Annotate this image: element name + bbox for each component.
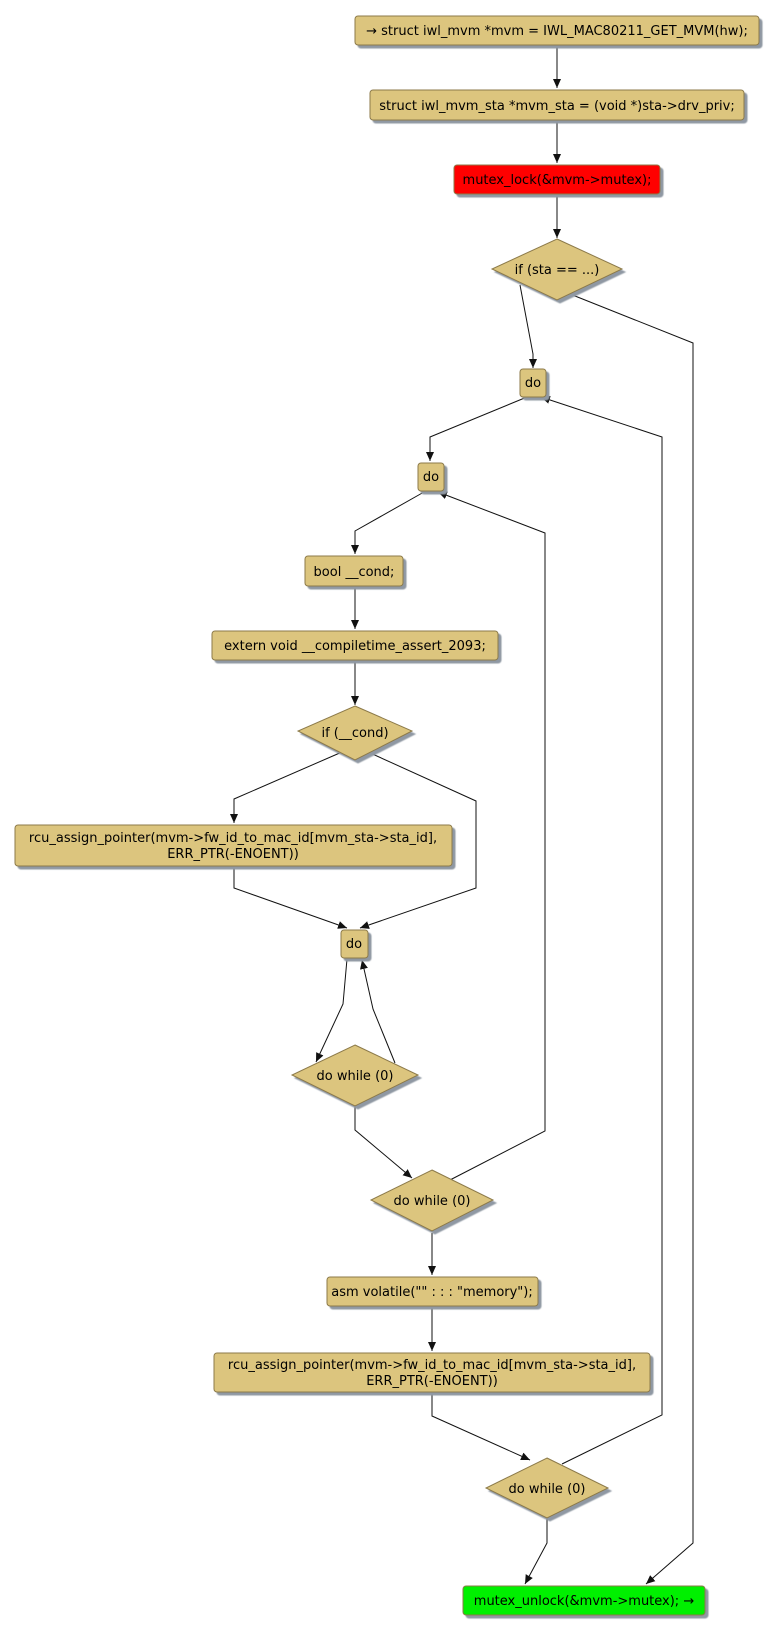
node-do-middle-box bbox=[417, 462, 445, 492]
edge-n12-n11 bbox=[360, 959, 396, 1064]
decision-sta-check-diamond bbox=[490, 238, 624, 301]
node-asm-volatile-label: asm volatile("" : : : "memory"); bbox=[331, 1285, 533, 1300]
node-compiletime-assert: extern void __compiletime_assert_2093; bbox=[211, 630, 499, 661]
node-bool-cond-label: bool __cond; bbox=[314, 565, 395, 580]
decision-do-while-outer: do while (0) bbox=[484, 1457, 610, 1519]
node-rcu-assign-2-line1: rcu_assign_pointer(mvm->fw_id_to_mac_id[… bbox=[228, 1358, 636, 1373]
decision-do-while-outer-label: do while (0) bbox=[509, 1482, 586, 1497]
node-mutex-unlock-label: mutex_unlock(&mvm->mutex); → bbox=[474, 1594, 695, 1609]
edge-n16-n5 bbox=[540, 396, 663, 1465]
node-rcu-assign-2: rcu_assign_pointer(mvm->fw_id_to_mac_id[… bbox=[213, 1352, 651, 1393]
decision-do-while-middle: do while (0) bbox=[369, 1169, 495, 1232]
edge-n6-n7 bbox=[351, 491, 425, 554]
node-asm-volatile: asm volatile("" : : : "memory"); bbox=[326, 1276, 539, 1307]
edge-n12-n13 bbox=[354, 1106, 413, 1179]
node-rcu-assign-2-line2: ERR_PTR(-ENOENT)) bbox=[366, 1374, 498, 1389]
edge-n4-n17 bbox=[569, 293, 694, 1585]
node-rcu-assign-1: rcu_assign_pointer(mvm->fw_id_to_mac_id[… bbox=[14, 824, 453, 867]
node-mvm-sta-box bbox=[369, 89, 745, 121]
edge-n5-n6 bbox=[426, 396, 528, 461]
edge-n13-n6 bbox=[437, 491, 546, 1181]
node-asm-volatile-box bbox=[326, 1276, 539, 1307]
edge-n10-n11 bbox=[233, 866, 348, 929]
edge-n16-n17 bbox=[524, 1518, 548, 1585]
node-rcu-assign-1-line2: ERR_PTR(-ENOENT)) bbox=[167, 847, 299, 862]
edge-n11-n12 bbox=[315, 958, 348, 1063]
edges bbox=[230, 46, 694, 1585]
node-get-mvm: → struct iwl_mvm *mvm = IWL_MAC80211_GET… bbox=[354, 15, 760, 46]
decision-sta-check-label: if (sta == ...) bbox=[515, 263, 600, 278]
node-compiletime-assert-label: extern void __compiletime_assert_2093; bbox=[224, 639, 486, 654]
decision-cond-label: if (__cond) bbox=[321, 726, 388, 741]
node-do-inner-box bbox=[340, 929, 369, 959]
node-get-mvm-box bbox=[354, 15, 760, 46]
node-mutex-unlock-box bbox=[462, 1585, 706, 1616]
node-do-inner-label: do bbox=[346, 937, 362, 952]
node-mutex-unlock: mutex_unlock(&mvm->mutex); → bbox=[462, 1585, 706, 1616]
node-bool-cond: bool __cond; bbox=[304, 555, 404, 587]
node-do-inner: do bbox=[340, 929, 369, 959]
node-do-middle-label: do bbox=[423, 470, 439, 485]
edge-n9-n11 bbox=[359, 751, 477, 929]
node-do-outer-box bbox=[519, 368, 547, 398]
decision-do-while-inner-diamond bbox=[290, 1044, 420, 1107]
node-mutex-lock: mutex_lock(&mvm->mutex); bbox=[453, 164, 661, 195]
edge-n9-n10 bbox=[230, 751, 343, 823]
decision-sta-check: if (sta == ...) bbox=[490, 238, 624, 301]
node-do-outer-label: do bbox=[525, 376, 541, 391]
node-rcu-assign-2-box bbox=[213, 1352, 651, 1393]
decision-do-while-outer-diamond bbox=[484, 1457, 610, 1519]
node-do-middle: do bbox=[417, 462, 445, 492]
node-mvm-sta: struct iwl_mvm_sta *mvm_sta = (void *)st… bbox=[369, 89, 745, 121]
edge-n4-n5 bbox=[519, 284, 537, 368]
node-rcu-assign-1-line1: rcu_assign_pointer(mvm->fw_id_to_mac_id[… bbox=[29, 831, 437, 846]
node-mutex-lock-label: mutex_lock(&mvm->mutex); bbox=[463, 173, 652, 188]
node-get-mvm-label: → struct iwl_mvm *mvm = IWL_MAC80211_GET… bbox=[366, 24, 748, 39]
node-mvm-sta-label: struct iwl_mvm_sta *mvm_sta = (void *)st… bbox=[379, 99, 734, 114]
decision-do-while-inner-label: do while (0) bbox=[317, 1069, 394, 1084]
node-do-outer: do bbox=[519, 368, 547, 398]
edge-n15-n16 bbox=[431, 1392, 531, 1461]
node-compiletime-assert-box bbox=[211, 630, 499, 661]
decision-do-while-inner: do while (0) bbox=[290, 1044, 420, 1107]
decision-cond: if (__cond) bbox=[296, 705, 414, 761]
node-rcu-assign-1-box bbox=[14, 824, 453, 867]
node-bool-cond-box bbox=[304, 555, 404, 587]
node-mutex-lock-box bbox=[453, 164, 661, 195]
decision-do-while-middle-label: do while (0) bbox=[394, 1194, 471, 1209]
decision-cond-diamond bbox=[296, 705, 414, 761]
decision-do-while-middle-diamond bbox=[369, 1169, 495, 1232]
